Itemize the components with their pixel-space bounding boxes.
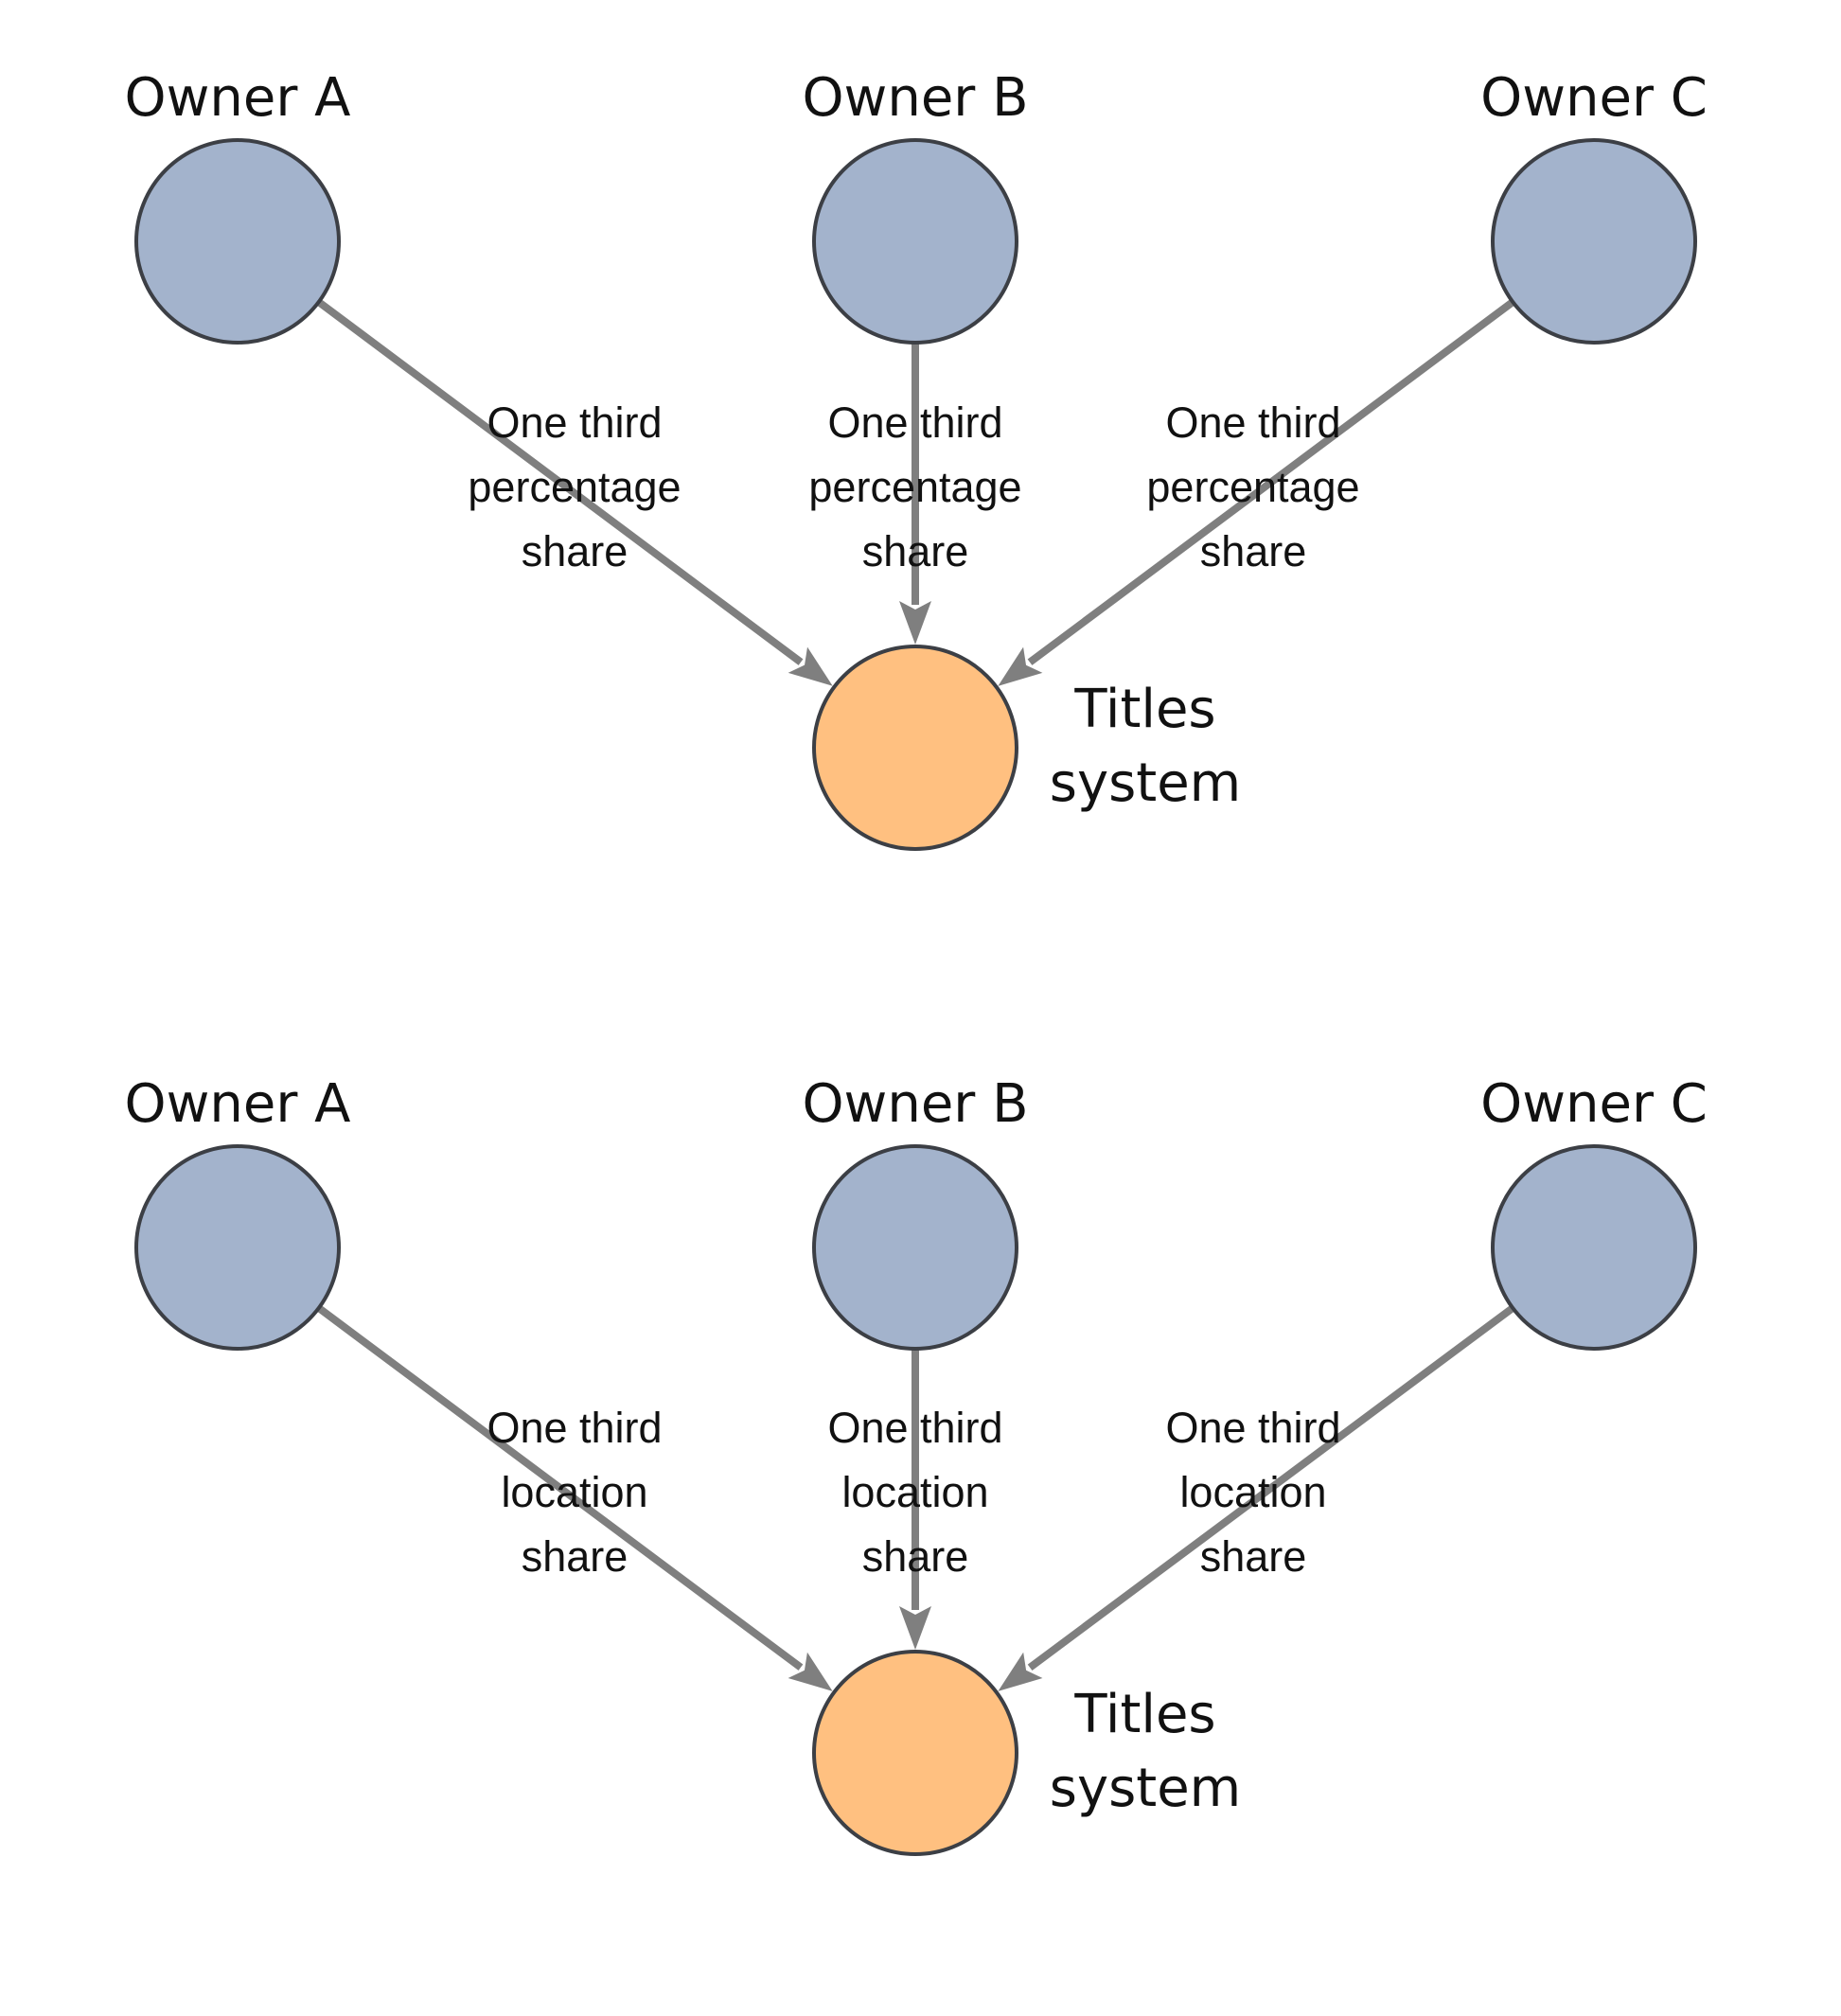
owner-node-owner-a <box>134 138 341 345</box>
owner-label-owner-c: Owner C <box>1480 1073 1708 1135</box>
owner-node-owner-c <box>1491 138 1697 345</box>
owner-node-owner-c <box>1491 1144 1697 1351</box>
edge-label-line: location <box>1179 1468 1326 1516</box>
edge-label-line: percentage <box>808 463 1021 511</box>
owner-node-owner-b <box>812 138 1018 345</box>
edge-label-line: share <box>522 527 628 575</box>
edge-label-owner-b: One third location share <box>827 1404 1002 1581</box>
edge-label-line: share <box>862 1532 969 1581</box>
edge-label-line: One third <box>487 398 662 447</box>
titles-system-label-line: Titles <box>1073 679 1215 740</box>
ownership-diagram-location: One third location share One third location s… <box>125 1073 1708 1856</box>
edge-owner-a-arrowhead <box>788 646 833 686</box>
edge-label-owner-c: One third location share <box>1165 1404 1340 1581</box>
edge-owner-a-arrowhead <box>788 1652 833 1691</box>
owner-label-owner-c: Owner C <box>1480 67 1708 129</box>
edge-label-line: percentage <box>468 463 681 511</box>
edge-owner-b-arrowhead <box>899 601 931 645</box>
owner-label-owner-b: Owner B <box>802 1073 1028 1135</box>
titles-system-label-line: system <box>1050 752 1241 814</box>
edge-label-line: share <box>862 527 969 575</box>
titles-system-label-line: system <box>1050 1758 1241 1819</box>
edge-owner-c-line <box>1027 1304 1515 1671</box>
owner-label-owner-b: Owner B <box>802 67 1028 129</box>
edge-label-line: share <box>1200 527 1307 575</box>
titles-system-label: Titles system <box>1050 679 1241 814</box>
titles-system-label-line: Titles <box>1073 1684 1215 1745</box>
edge-label-line: percentage <box>1146 463 1359 511</box>
edge-label-line: One third <box>1165 398 1340 447</box>
edge-owner-a-line <box>316 298 804 665</box>
titles-system-node <box>812 1650 1018 1856</box>
edge-label-line: share <box>522 1532 628 1581</box>
edge-label-line: location <box>501 1468 647 1516</box>
edge-label-owner-b: One third percentage share <box>808 398 1021 575</box>
edge-owner-a-line <box>316 1304 804 1671</box>
edge-label-owner-a: One third percentage share <box>468 398 681 575</box>
edge-label-owner-a: One third location share <box>487 1404 662 1581</box>
owner-label-owner-a: Owner A <box>125 1073 351 1135</box>
edge-label-owner-c: One third percentage share <box>1146 398 1359 575</box>
edge-label-line: share <box>1200 1532 1307 1581</box>
ownership-diagram-percentage: One third percentage share One third percent… <box>125 67 1708 851</box>
edge-label-line: One third <box>827 398 1002 447</box>
edge-label-line: One third <box>1165 1404 1340 1452</box>
owner-label-owner-a: Owner A <box>125 67 351 129</box>
edge-owner-c-arrowhead <box>998 1652 1043 1691</box>
edge-label-line: location <box>841 1468 988 1516</box>
edge-owner-c-line <box>1027 298 1515 665</box>
edge-owner-c-arrowhead <box>998 646 1043 686</box>
titles-system-label: Titles system <box>1050 1684 1241 1819</box>
titles-system-node <box>812 645 1018 851</box>
edge-label-line: One third <box>827 1404 1002 1452</box>
owner-node-owner-a <box>134 1144 341 1351</box>
owner-node-owner-b <box>812 1144 1018 1351</box>
edge-label-line: One third <box>487 1404 662 1452</box>
edge-owner-b-arrowhead <box>899 1606 931 1650</box>
